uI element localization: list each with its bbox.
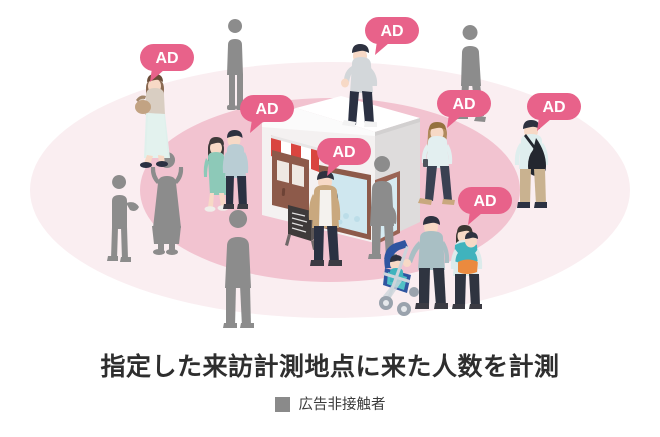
isometric-scene: AD AD AD AD AD [30, 17, 630, 328]
ad-badge-5[interactable]: AD [437, 90, 491, 128]
ad-badge-4[interactable]: AD [317, 138, 371, 176]
ad-badge-3[interactable]: AD [240, 95, 294, 133]
svg-text:AD: AD [542, 99, 565, 116]
person-couple-man [222, 130, 249, 209]
stroller [379, 240, 419, 316]
svg-text:AD: AD [473, 193, 496, 210]
silhouette-man-gesturing [107, 175, 139, 262]
ad-badge-2[interactable]: AD [365, 17, 419, 55]
person-shop-front-man [308, 171, 342, 266]
svg-text:AD: AD [332, 144, 355, 161]
person-woman-handbag [135, 74, 170, 168]
legend-swatch-non-exposed [274, 397, 290, 413]
svg-text:AD: AD [155, 50, 178, 67]
person-woman-phone [418, 122, 455, 205]
caption-block: 指定した来訪計測地点に来た人数を計測 広告非接触者 [0, 352, 660, 413]
svg-text:AD: AD [380, 23, 403, 40]
person-couple-woman [203, 137, 229, 212]
silhouette-woman-arms-up [150, 152, 184, 255]
svg-text:AD: AD [255, 101, 278, 118]
svg-text:AD: AD [452, 96, 475, 113]
person-man-shoulder-bag [514, 120, 549, 208]
legend: 広告非接触者 [0, 396, 660, 413]
person-mother-baby [450, 225, 483, 309]
person-father-stroller [403, 216, 450, 309]
ad-badge-6[interactable]: AD [527, 93, 581, 131]
page-title: 指定した来訪計測地点に来た人数を計測 [100, 353, 560, 381]
ad-badge-7[interactable]: AD [458, 187, 512, 225]
person-man-waving [341, 44, 378, 127]
silhouette-man-suit-front [223, 210, 254, 328]
legend-label-non-exposed: 広告非接触者 [298, 396, 386, 413]
ad-badge-1[interactable]: AD [140, 44, 194, 82]
shop-door[interactable] [272, 150, 309, 214]
